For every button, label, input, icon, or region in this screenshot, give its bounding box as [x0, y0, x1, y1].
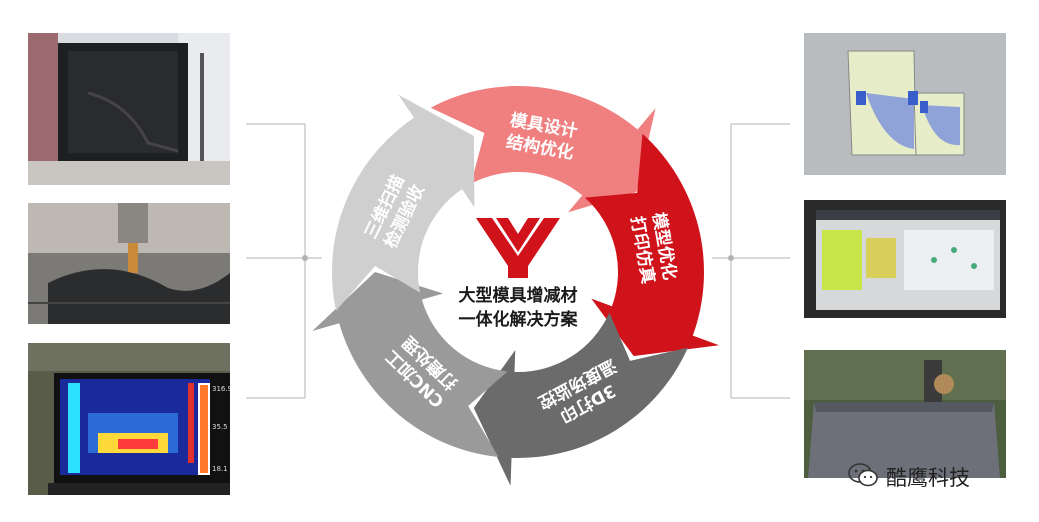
watermark-text: 酷鹰科技	[886, 466, 970, 490]
thermal-scale-bottom: 18.1	[212, 465, 228, 473]
wechat-icon	[848, 462, 878, 492]
left-bracket-connector	[246, 123, 322, 399]
right-bracket-connector	[712, 123, 790, 399]
segment-cnc-machining	[312, 272, 508, 457]
right-connector-dot	[728, 255, 734, 261]
photo-thermal-monitor: 316.9 35.5 18.1	[28, 343, 230, 495]
left-connector-dot	[302, 255, 308, 261]
center-title-line2: 一体化解决方案	[459, 309, 579, 330]
thermal-scale-mid: 35.5	[212, 423, 228, 431]
photo-printed-part	[804, 350, 1006, 478]
photo-cad-model	[804, 33, 1006, 175]
brand-logo-icon	[476, 218, 560, 278]
photo-simulation-screen	[804, 200, 1006, 318]
photo-cnc-machining	[28, 203, 230, 324]
watermark: 酷鹰科技	[848, 462, 970, 492]
photo-mold-panel	[28, 33, 230, 185]
segment-mold-design	[430, 86, 656, 213]
segment-3d-scanning	[332, 94, 475, 311]
center-title-line1: 大型模具增减材	[459, 285, 578, 306]
segment-3d-printing	[473, 312, 688, 486]
segment-model-optimize	[584, 133, 720, 357]
thermal-scale-top: 316.9	[212, 385, 230, 393]
